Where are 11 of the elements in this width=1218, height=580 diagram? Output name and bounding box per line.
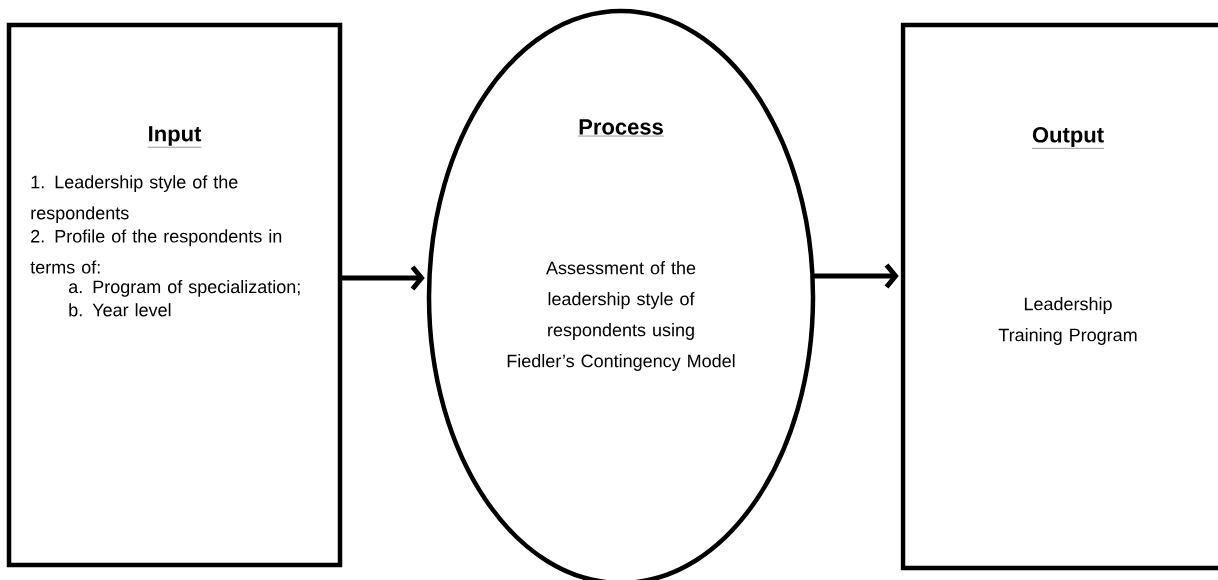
body-text: Assessment of the leadership style of respondents using Fiedler’s Contingency Model [507, 261, 735, 371]
arrow [812, 263, 899, 289]
list-item: b. Year level [69, 303, 171, 317]
list-item: 1. Leadership style of the respondents [31, 175, 238, 223]
list-item: a. Program of specialization; [69, 280, 300, 297]
heading: Process [578, 119, 664, 137]
body-text: Leadership Training Program [998, 297, 1137, 345]
heading: Output [1031, 127, 1105, 149]
arrow [339, 265, 425, 291]
list-item: 2. Profile of the respondents in terms of: [30, 229, 282, 274]
heading: Input [147, 126, 202, 148]
